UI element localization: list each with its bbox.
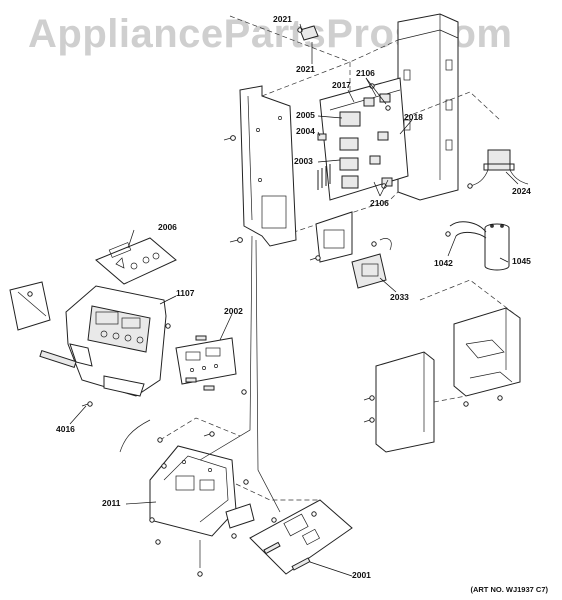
callout-2033: 2033: [390, 292, 409, 302]
callout-2006: 2006: [158, 222, 177, 232]
callout-2002: 2002: [224, 306, 243, 316]
callout-1107: 1107: [176, 288, 195, 298]
callout-2024: 2024: [512, 186, 531, 196]
callout-1042: 1042: [434, 258, 453, 268]
main-control-board: [235, 483, 353, 575]
callout-2004: 2004: [296, 126, 315, 136]
callout-2021-top: 2021: [273, 14, 292, 24]
mounting-plate: [239, 85, 297, 247]
lower-right-cabinet: [375, 279, 521, 453]
callout-2106: 2106: [370, 198, 389, 208]
callout-2018: 2018: [404, 112, 423, 122]
display-board: [175, 335, 237, 391]
callout-4016: 4016: [56, 424, 75, 434]
callout-2021: 2021: [296, 64, 315, 74]
transformer: [469, 149, 529, 187]
relay-board: [299, 25, 409, 201]
callout-leaders: [69, 23, 519, 577]
callout-2011: 2011: [102, 498, 121, 508]
callout-2017: 2017: [332, 80, 351, 90]
callout-2001: 2001: [352, 570, 371, 580]
callout-2003: 2003: [294, 156, 313, 166]
art-number: (ART NO. WJ1937 C7): [470, 585, 548, 594]
lower-bracket: [149, 417, 255, 537]
control-panel: [9, 281, 167, 397]
wire-routing: [119, 235, 281, 568]
callout-2106-top: 2106: [356, 68, 375, 78]
panel-overlay: [95, 237, 177, 285]
callout-1045: 1045: [512, 256, 531, 266]
junction-box: [315, 211, 392, 289]
callout-2005: 2005: [296, 110, 315, 120]
screw-fasteners: [27, 27, 503, 577]
capacitor: [449, 221, 510, 271]
main-control-housing: [229, 13, 501, 241]
